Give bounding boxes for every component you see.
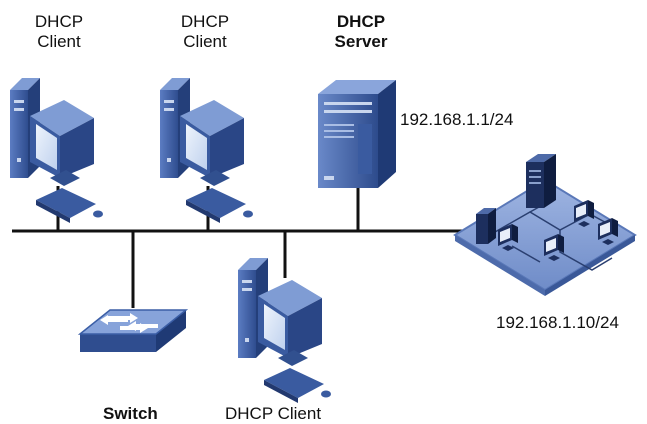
client2-label-line2: Client bbox=[183, 32, 227, 51]
switch-icon bbox=[77, 309, 189, 352]
server-ip-label: 192.168.1.1/24 bbox=[400, 110, 514, 129]
client2-label-line1: DHCP bbox=[180, 12, 230, 31]
dhcp-client-1-computer-icon bbox=[10, 78, 103, 223]
server-label: DHCP Server bbox=[316, 12, 406, 52]
client3-label: DHCP Client bbox=[225, 404, 322, 423]
lan-ip-label: 192.168.1.10/24 bbox=[496, 313, 619, 332]
client2-label: DHCP Client bbox=[160, 12, 250, 52]
dhcp-client-2-computer-icon bbox=[160, 78, 253, 223]
server-label-line1: DHCP bbox=[336, 12, 386, 31]
server-label-line2: Server bbox=[334, 32, 388, 51]
client1-label-line2: Client bbox=[37, 32, 81, 51]
client1-label-line1: DHCP bbox=[34, 12, 84, 31]
lan-segment-icon bbox=[453, 154, 637, 296]
dhcp-client-3-computer-icon bbox=[238, 258, 331, 403]
dhcp-server-icon bbox=[318, 80, 396, 188]
client1-label: DHCP Client bbox=[14, 12, 104, 52]
switch-label: Switch bbox=[103, 404, 158, 423]
